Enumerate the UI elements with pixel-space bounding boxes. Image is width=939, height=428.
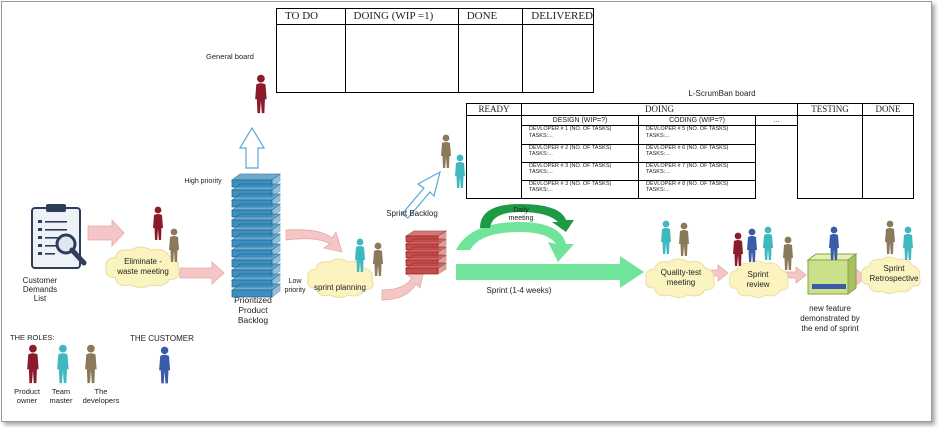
coding-dev-cell: DEVLOPER # 7 (NO. OF TASKS)TASKS:... bbox=[639, 162, 756, 180]
sprint-planning-label: sprint planning bbox=[306, 283, 374, 293]
clipboard-icon bbox=[32, 204, 84, 268]
sprint-backlog-stack bbox=[406, 231, 446, 274]
legend-customer-icon bbox=[159, 347, 170, 384]
owner-person-icon bbox=[733, 233, 743, 266]
gb-col-todo: TO DO bbox=[277, 9, 346, 25]
team-master-person-icon bbox=[661, 221, 671, 254]
legend-owner-icon bbox=[27, 345, 38, 383]
arrow-eliminate-to-backlog bbox=[180, 262, 224, 284]
developer-person-icon bbox=[373, 243, 383, 276]
legend-developer-icon bbox=[85, 345, 97, 383]
customer-person-icon bbox=[747, 229, 757, 262]
ls-sub-more: ... bbox=[756, 115, 798, 126]
roles-title: THE ROLES: bbox=[10, 333, 55, 342]
coding-dev-cell: DEVLOPER # 6 (NO. OF TASKS)TASKS:... bbox=[639, 144, 756, 162]
gb-col-doing: DOING (WIP =1) bbox=[345, 9, 458, 25]
developer-person-icon bbox=[885, 221, 895, 254]
design-dev-cell: DEVLOPER # 2 (NO. OF TASKS)TASKS:... bbox=[522, 144, 639, 162]
design-dev-cell: DEVLOPER # 3 (NO. OF TASKS)TASKS:... bbox=[522, 162, 639, 180]
design-dev-cell: DEVLOPER # 3 (NO. OF TASKS)TASKS:... bbox=[522, 180, 639, 198]
product-backlog-label: Prioritized Product Backlog bbox=[224, 295, 282, 325]
eliminate-waste-label: Eliminate - waste meeting bbox=[114, 257, 172, 277]
coding-dev-cell: DEVLOPER # 5 (NO. OF TASKS)TASKS:... bbox=[639, 126, 756, 144]
arrow-planning-to-sprint-backlog bbox=[382, 270, 424, 300]
legend-developers-label: The developers bbox=[76, 387, 126, 405]
sprint-duration-label: Sprint (1-4 weeks) bbox=[476, 286, 562, 296]
customer-legend-label: THE CUSTOMER bbox=[130, 334, 194, 343]
arrow-up-to-general-board bbox=[240, 128, 264, 168]
coding-dev-cell: DEVLOPER # 8 (NO. OF TASKS)TASKS:... bbox=[639, 180, 756, 198]
owner-person-icon bbox=[153, 207, 163, 240]
legend-team-master-icon bbox=[57, 345, 68, 383]
lscrumban-board: READY DOING TESTING DONE DESIGN (WIP=?) … bbox=[466, 103, 914, 199]
owner-person-icon bbox=[255, 75, 267, 113]
arrow-list-to-eliminate bbox=[88, 220, 124, 246]
gb-col-delivered: DELIVERED bbox=[523, 9, 594, 25]
arrow-backlog-to-planning bbox=[286, 230, 342, 252]
general-board-label: General board bbox=[198, 52, 262, 62]
gb-col-done: DONE bbox=[458, 9, 523, 25]
low-priority-label: Low priority bbox=[282, 277, 308, 295]
team-master-person-icon bbox=[763, 227, 773, 260]
developer-person-icon bbox=[441, 135, 451, 168]
sprint-review-label: Sprint review bbox=[736, 270, 780, 290]
customer-list-label: Customer Demands List bbox=[16, 276, 64, 303]
legend-owner-label: Product owner bbox=[8, 387, 46, 405]
team-master-person-icon bbox=[455, 155, 465, 188]
legend-team-master-label: Team master bbox=[46, 387, 76, 405]
sprint-backlog-label: Sprint Backlog bbox=[380, 209, 444, 219]
product-backlog-stack bbox=[232, 174, 280, 297]
sprint-backlog-slab bbox=[406, 268, 438, 274]
ls-col-done: DONE bbox=[863, 104, 914, 116]
ls-col-ready: READY bbox=[467, 104, 522, 116]
ls-col-testing: TESTING bbox=[798, 104, 863, 116]
ls-sub-design: DESIGN (WIP=?) bbox=[522, 115, 639, 126]
quality-test-label: Quality-test meeting bbox=[650, 268, 712, 288]
design-dev-cell: DEVLOPER # 1 (NO. OF TASKS)TASKS:... bbox=[522, 126, 639, 144]
high-priority-label: High priority bbox=[180, 177, 226, 186]
sprint-arrow bbox=[456, 256, 644, 288]
team-master-person-icon bbox=[903, 227, 913, 260]
daily-meeting-label: Daily meeting bbox=[502, 207, 540, 223]
ls-col-doing: DOING bbox=[522, 104, 798, 116]
lscrumban-board-label: L-ScrumBan board bbox=[676, 89, 768, 99]
developer-person-icon bbox=[783, 237, 793, 270]
sprint-retro-label: Sprint Retrospective bbox=[866, 264, 922, 284]
sprint-loop-arrow bbox=[456, 222, 574, 262]
developer-person-icon bbox=[679, 223, 689, 256]
new-feature-label: new feature demonstrated by the end of s… bbox=[796, 304, 864, 334]
general-board: TO DO DOING (WIP =1) DONE DELIVERED bbox=[276, 8, 594, 93]
ls-sub-coding: CODING (WIP=?) bbox=[639, 115, 756, 126]
